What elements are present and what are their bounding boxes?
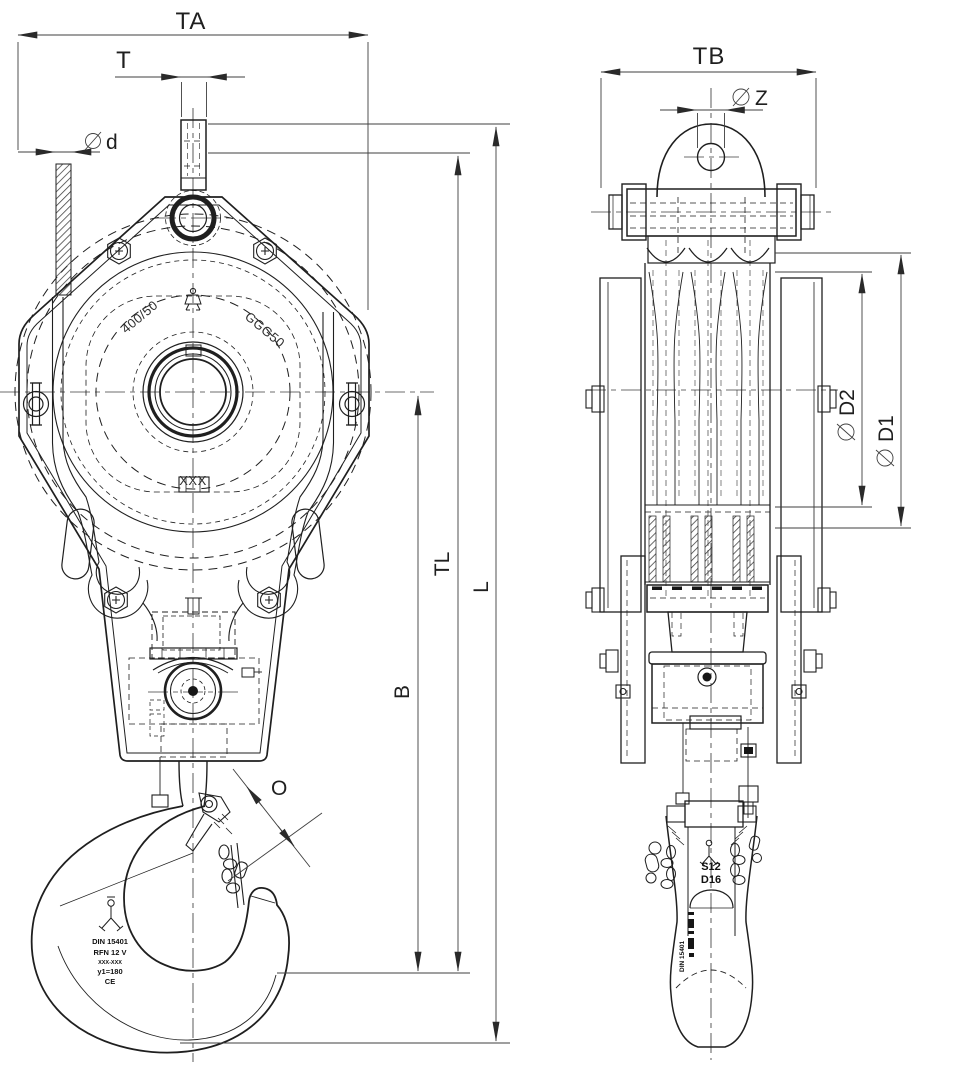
casting-mark-bottom: XXX: [179, 473, 207, 488]
casting-mark-right: GGG50: [242, 309, 288, 351]
diameter-icon: [875, 449, 895, 467]
front-view: 400/50 GGG50 XXX: [0, 108, 434, 1062]
dim-label-l: L: [470, 581, 493, 593]
hook-stamp-text: DIN 15401 RFN 12 V XXX-XXX y1=180 CE: [92, 937, 128, 986]
clevis-eye: [656, 123, 766, 256]
dim-label-d1-group: D1: [875, 415, 898, 467]
kidney-slots: [61, 508, 325, 580]
dim-label-z: Z: [755, 87, 768, 110]
hoist-symbol-icon: [184, 287, 202, 311]
suspension-shank: [180, 119, 207, 191]
dim-label-b: B: [391, 685, 414, 699]
forge-mark-side-icon: [699, 839, 719, 867]
casting-mark-left: 400/50: [118, 297, 160, 336]
dim-label-o: O: [271, 777, 287, 800]
crosshead-side: [646, 584, 769, 818]
diameter-icon: [836, 423, 856, 441]
eye-ring: [165, 190, 221, 246]
dim-label-d: d: [106, 131, 118, 154]
forge-mark-icon: [98, 896, 124, 932]
body-plate-inner: [26, 204, 362, 754]
diameter-icon: [732, 87, 750, 107]
dim-label-tl: TL: [431, 552, 454, 577]
hook-side: S12 D16 DIN 15401: [644, 800, 762, 1048]
rope-sections: [648, 515, 755, 583]
hook-stamp-line2: RFN 12 V: [94, 948, 127, 957]
side-dimensions: TB Z D2 D1: [600, 43, 911, 529]
front-dimensions: TA T d B TL L O: [17, 8, 510, 1044]
hook-stamp-line5: CE: [105, 977, 115, 986]
hook-latch: [59, 792, 248, 909]
body-plate-outline: [18, 196, 370, 762]
side-hook-stamp-line2: D16: [701, 874, 721, 886]
wire-rope: [55, 163, 72, 296]
dim-label-d1: D1: [875, 415, 898, 442]
dim-label-d2-group: D2: [836, 389, 859, 441]
dim-label-d2: D2: [836, 389, 859, 416]
rope-guide-channel-left: [51, 297, 158, 642]
sheave-pack: [644, 235, 776, 600]
hook-front: DIN 15401 RFN 12 V XXX-XXX y1=180 CE: [30, 760, 290, 1054]
hook-side-outline: [665, 815, 758, 1048]
side-plates: [585, 277, 837, 764]
center-bearing: [142, 341, 244, 493]
hook-stamp-line1: DIN 15401: [92, 937, 128, 946]
hook-stamp-line4: y1=180: [97, 967, 122, 976]
side-hook-stamp-line1: S12: [701, 861, 721, 873]
hook-outline: [30, 805, 290, 1054]
side-view: S12 D16 DIN 15401: [585, 88, 838, 1060]
dim-label-tb: TB: [693, 43, 726, 70]
side-hook-stamp-vertical: DIN 15401: [679, 941, 686, 972]
side-fittings-front: [22, 382, 366, 426]
dim-label-t: T: [116, 47, 132, 74]
rope-guide-channel-right: [228, 312, 335, 642]
diameter-icon: [84, 131, 102, 151]
dim-label-ta: TA: [176, 8, 207, 35]
hook-stamp-line3: XXX-XXX: [98, 960, 122, 966]
crosshead-front: [128, 597, 262, 808]
